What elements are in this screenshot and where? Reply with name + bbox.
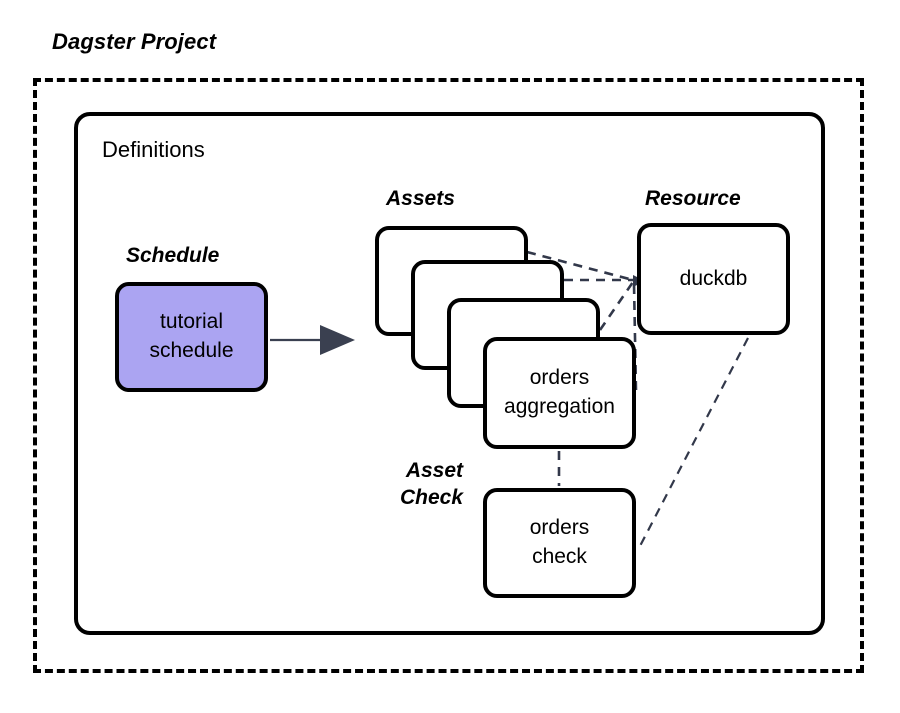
project-frame — [33, 78, 864, 673]
node-orders-check[interactable]: orders check — [483, 488, 636, 598]
node-label-line-1: orders — [529, 516, 590, 540]
project-title: Dagster Project — [52, 29, 217, 54]
node-label-line-2: check — [532, 545, 587, 568]
node-label-line-2: schedule — [149, 339, 234, 362]
definitions-label: Definitions — [102, 137, 205, 162]
definitions-frame — [74, 112, 825, 635]
node-label-line-1: duckdb — [679, 266, 748, 290]
node-duckdb[interactable]: duckdb — [637, 223, 790, 335]
node-tutorial-schedule[interactable]: tutorial schedule — [115, 282, 268, 392]
group-label-schedule: Schedule — [126, 244, 220, 267]
node-label-line-1: tutorial — [159, 310, 224, 334]
node-label-line-1: orders — [529, 366, 590, 390]
group-label-resource: Resource — [645, 187, 741, 210]
group-label-asset-check: Asset Check — [400, 459, 464, 509]
group-label-assets: Assets — [386, 187, 455, 210]
node-label-line-2: aggregation — [504, 395, 615, 418]
node-orders-aggregation[interactable]: orders aggregation — [483, 337, 636, 449]
